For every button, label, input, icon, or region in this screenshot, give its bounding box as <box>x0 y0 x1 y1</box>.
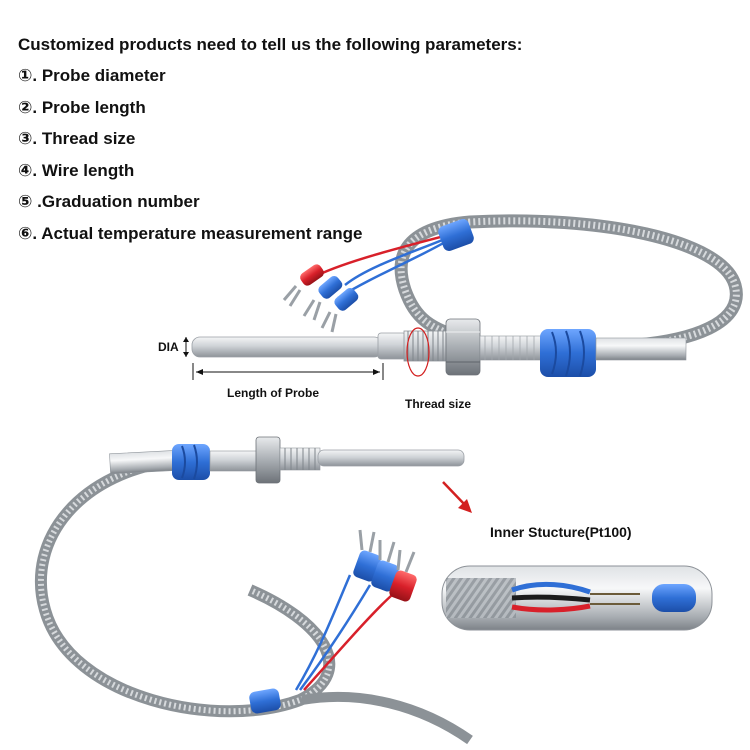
parameter-measurement-range: ⑥. Actual temperature measurement range <box>18 223 363 243</box>
top-sensor <box>183 214 743 380</box>
parameter-list: Customized products need to tell us the … <box>18 34 618 254</box>
thread-size-label: Thread size <box>405 397 472 411</box>
top-probe-tube <box>191 336 383 358</box>
parameter-list-title: Customized products need to tell us the … <box>18 35 523 54</box>
top-blue-sleeve-wire <box>438 219 474 251</box>
inner-structure-label: Inner Stucture(Pt100) <box>490 524 632 540</box>
bottom-sensor <box>35 436 473 745</box>
parameter-thread-size: ③. Thread size <box>18 129 136 148</box>
thread-highlight-ring <box>406 327 430 377</box>
bottom-blue-sleeve-tail <box>249 688 281 714</box>
top-red-wire <box>317 232 453 277</box>
bottom-braided-cable <box>35 454 336 718</box>
bottom-hex-nut <box>255 436 281 484</box>
top-blue-terminal-1 <box>302 275 343 321</box>
length-of-probe-label: Length of Probe <box>227 386 319 400</box>
bottom-red-wire <box>303 594 393 691</box>
parameter-graduation-number: ⑤ .Graduation number <box>18 192 200 211</box>
top-red-terminal <box>282 264 324 307</box>
inner-structure-image <box>441 565 713 631</box>
parameter-probe-length: ②. Probe length <box>18 97 146 117</box>
length-dimension <box>192 363 384 380</box>
pt100-element <box>652 584 696 612</box>
top-hex-nut <box>445 318 481 376</box>
red-arrow <box>442 481 472 513</box>
dia-dimension <box>183 337 189 357</box>
bottom-blue-terminal-1 <box>353 529 381 582</box>
bottom-blue-terminal-2 <box>371 540 399 592</box>
bottom-blue-wire <box>298 584 372 691</box>
bottom-red-terminal <box>389 549 417 602</box>
top-blue-terminal-2 <box>320 287 359 333</box>
parameter-wire-length: ④. Wire length <box>18 160 135 180</box>
top-thread <box>403 327 447 377</box>
bottom-blue-sleeve <box>172 444 210 480</box>
dia-label: DIA <box>158 340 179 354</box>
bottom-probe-tube <box>317 449 465 467</box>
parameter-probe-diameter: ①. Probe diameter <box>18 66 166 85</box>
